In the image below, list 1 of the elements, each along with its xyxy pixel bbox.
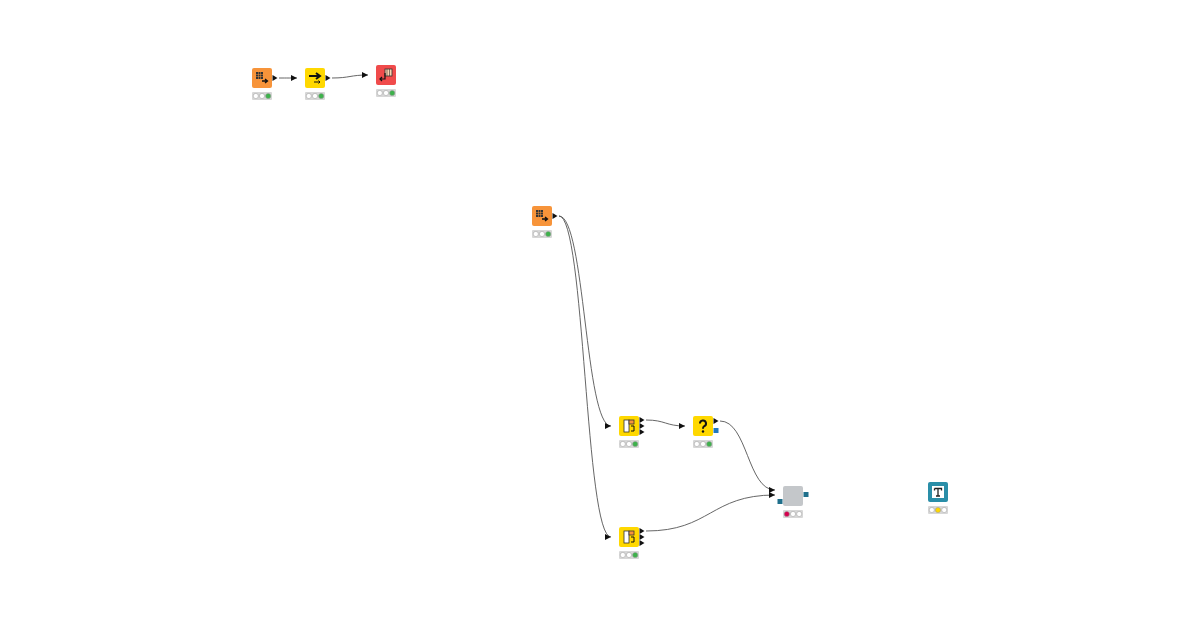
workflow-node	[775, 486, 810, 506]
